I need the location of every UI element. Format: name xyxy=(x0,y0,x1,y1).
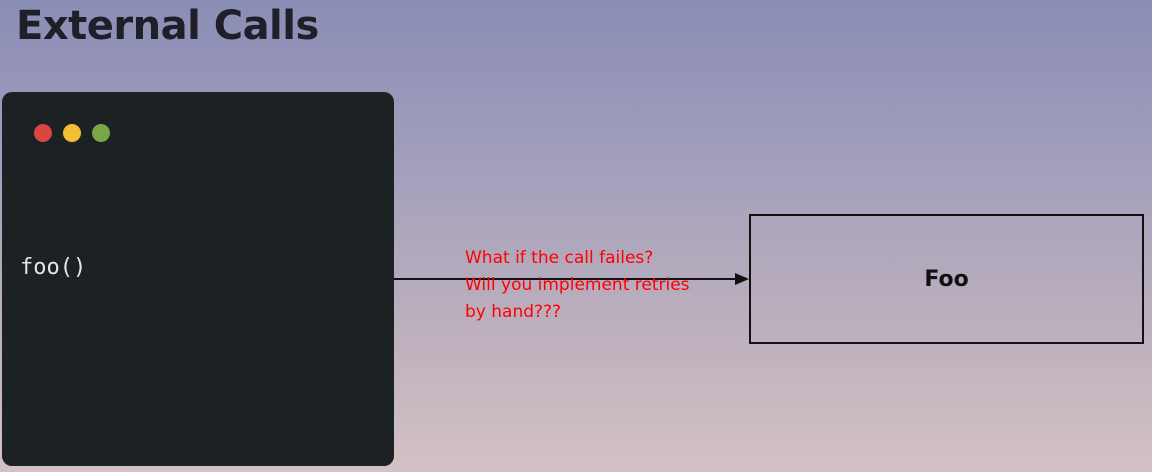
window-close-dot xyxy=(34,124,52,142)
window-minimize-dot xyxy=(63,124,81,142)
foo-box: Foo xyxy=(749,214,1144,344)
annotation-line-1: What if the call failes? xyxy=(465,248,654,268)
annotation-line-2: Will you implement retries xyxy=(465,275,690,295)
annotation-line-3: by hand??? xyxy=(465,302,562,322)
annotation-text: What if the call failes? Will you implem… xyxy=(465,245,690,326)
code-line: foo() xyxy=(20,255,87,280)
foo-label: Foo xyxy=(924,266,969,292)
arrow-head-icon xyxy=(735,273,749,285)
call-arrow xyxy=(394,273,749,285)
code-window: foo() xyxy=(2,92,394,466)
window-maximize-dot xyxy=(92,124,110,142)
page-title: External Calls xyxy=(16,3,319,49)
